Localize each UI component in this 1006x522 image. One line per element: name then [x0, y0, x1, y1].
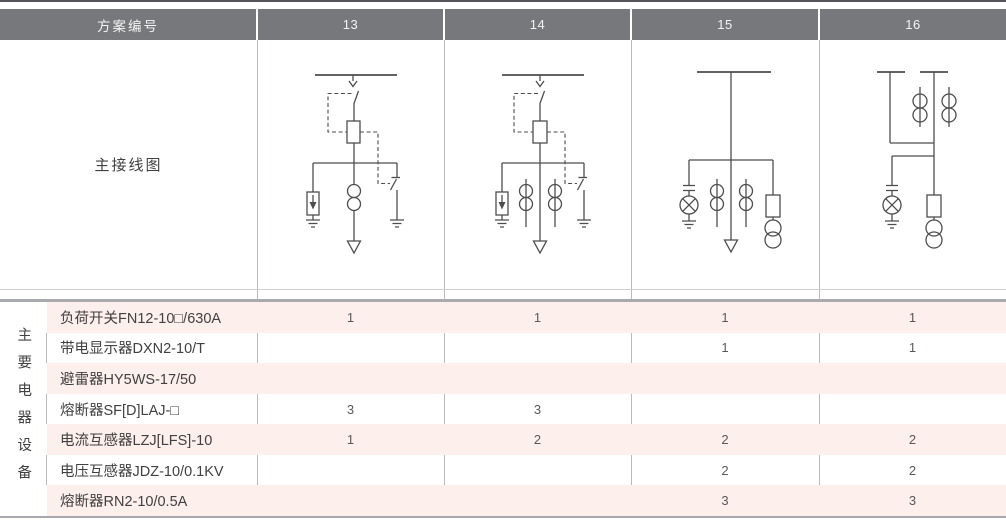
equipment-name: 电流互感器LZJ[LFS]-10 [60, 433, 213, 450]
table-row: 熔断器RN2-10/0.5A 3 3 [0, 485, 1006, 517]
equipment-name: 带电显示器DXN2-10/T [60, 341, 206, 358]
single-line-diagram-scheme-13 [306, 74, 404, 255]
equipment-name: 电压互感器JDZ-10/0.1KV [60, 463, 224, 480]
qty-cell: 1 [908, 309, 917, 325]
table-row: 电流互感器LZJ[LFS]-10 1 2 2 2 [0, 424, 1006, 455]
qty-cell [257, 485, 444, 516]
qty-cell [257, 455, 444, 486]
scheme-14-header: 14 [445, 9, 630, 40]
scheme-15-header: 15 [632, 9, 818, 40]
equipment-name: 避雷器HY5WS-17/50 [60, 371, 197, 388]
grid-line [46, 302, 47, 516]
table-row: 熔断器SF[D]LAJ-□ 3 3 [0, 394, 1006, 425]
qty-cell: 3 [533, 401, 542, 417]
single-line-diagram-scheme-16 [877, 71, 957, 249]
grid-line [257, 40, 258, 516]
single-line-diagram-scheme-15 [679, 71, 782, 254]
equipment-name: 熔断器RN2-10/0.5A [60, 494, 188, 511]
equipment-group-cell: 主要电器设备 [0, 302, 46, 516]
equipment-name: 熔断器SF[D]LAJ-□ [60, 402, 180, 419]
diagram-row-bottom-border [0, 289, 1006, 290]
qty-cell [444, 333, 631, 364]
qty-cell [444, 485, 631, 516]
qty-cell [631, 363, 819, 394]
qty-cell: 2 [533, 432, 542, 448]
single-line-diagrams [306, 71, 957, 255]
table-row: 负荷开关FN12-10□/630A 1 1 1 1 [0, 302, 1006, 333]
qty-cell: 1 [533, 309, 542, 325]
qty-cell: 1 [346, 309, 355, 325]
qty-cell [631, 394, 819, 425]
qty-cell: 1 [346, 432, 355, 448]
qty-cell: 1 [721, 309, 729, 325]
qty-cell [444, 363, 631, 394]
qty-cell: 1 [908, 340, 917, 356]
table-row: 电压互感器JDZ-10/0.1KV 2 2 [0, 455, 1006, 486]
equipment-group-label: 主要电器设备 [15, 326, 32, 492]
qty-cell [257, 333, 444, 364]
scheme-13-header: 13 [258, 9, 443, 40]
qty-cell [257, 363, 444, 394]
equipment-table: 负荷开关FN12-10□/630A 1 1 1 1 带电显示器DXN2-10/T… [0, 302, 1006, 517]
grid-line [819, 40, 820, 516]
scheme-number-header: 方案编号 [0, 9, 256, 40]
qty-cell: 2 [908, 462, 917, 478]
qty-cell [819, 363, 1006, 394]
table-bottom-border [0, 516, 1006, 518]
section-divider [0, 299, 1006, 302]
table-row: 带电显示器DXN2-10/T 1 1 [0, 333, 1006, 364]
qty-cell: 3 [908, 493, 917, 509]
single-line-diagram-scheme-14 [495, 74, 591, 255]
equipment-name: 负荷开关FN12-10□/630A [60, 310, 222, 327]
grid-line [444, 40, 445, 516]
qty-cell: 3 [721, 493, 729, 509]
table-top-border [0, 0, 1006, 2]
qty-cell: 3 [346, 401, 355, 417]
scheme-16-header: 16 [820, 9, 1006, 40]
qty-cell: 2 [908, 432, 917, 448]
main-wiring-diagram-label: 主接线图 [94, 157, 163, 174]
grid-line [631, 40, 632, 516]
table-row: 避雷器HY5WS-17/50 [0, 363, 1006, 394]
qty-cell: 1 [721, 340, 729, 356]
qty-cell: 2 [721, 462, 729, 478]
qty-cell [819, 394, 1006, 425]
qty-cell [444, 455, 631, 486]
qty-cell: 2 [721, 432, 729, 448]
